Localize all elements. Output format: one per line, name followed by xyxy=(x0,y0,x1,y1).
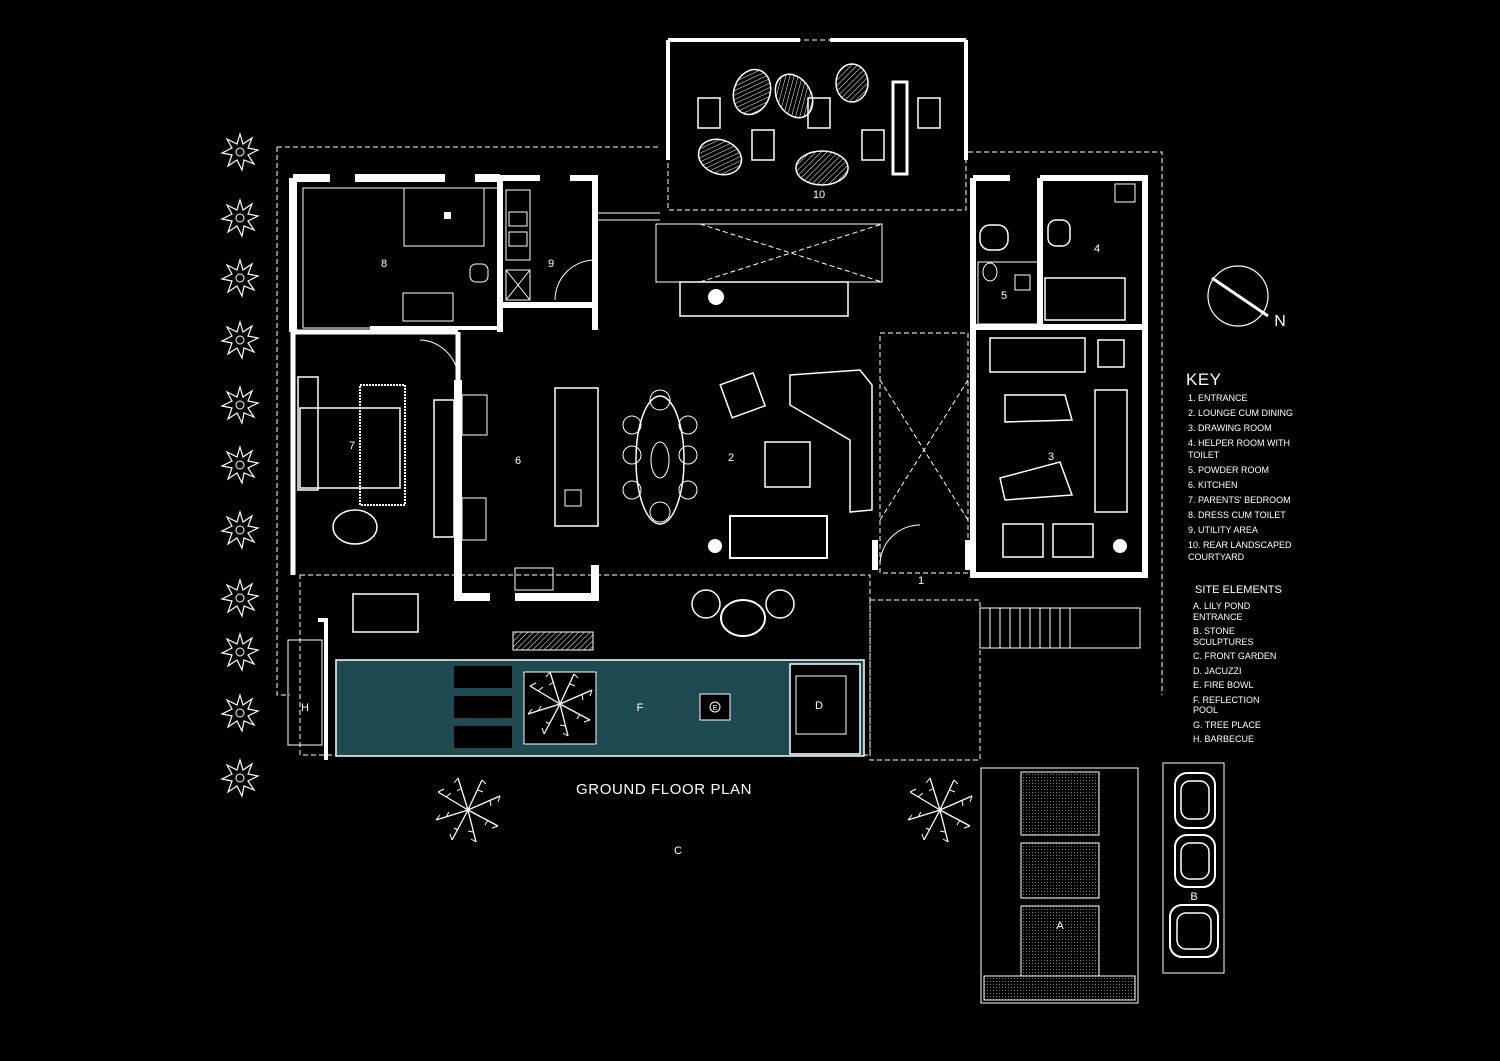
key-item: 3. DRAWING ROOM xyxy=(1188,423,1272,433)
site-label-d: D xyxy=(815,700,823,712)
stone-sculptures: B xyxy=(1162,762,1225,974)
site-element-item: E. FIRE BOWL xyxy=(1193,680,1254,690)
room-7-parents-bedroom: 7 xyxy=(290,329,461,575)
site-element-item: B. STONE SCULPTURES xyxy=(1193,626,1254,647)
key-item: 1. ENTRANCE xyxy=(1188,393,1248,403)
key-list: 1. ENTRANCE 2. LOUNGE CUM DINING 3. DRAW… xyxy=(1188,392,1293,566)
rear-courtyard: 10 xyxy=(666,38,968,211)
site-label-e: E xyxy=(713,705,718,712)
room-9-utility: 9 xyxy=(497,175,598,332)
north-arrow-icon: N xyxy=(1207,265,1286,330)
front-garden: C xyxy=(435,777,973,857)
plan-title: GROUND FLOOR PLAN xyxy=(576,781,753,798)
site-element-item: A. LILY POND ENTRANCE xyxy=(1193,601,1251,622)
room-label-1: 1 xyxy=(918,575,924,587)
site-elements-title: SITE ELEMENTS xyxy=(1195,584,1282,596)
room-5-powder-room: 5 xyxy=(977,261,1039,325)
site-element-item: H. BARBECUE xyxy=(1193,734,1255,744)
room-label-7: 7 xyxy=(349,440,355,452)
room-label-10: 10 xyxy=(813,189,825,201)
room-label-9: 9 xyxy=(548,258,554,270)
room-label-8: 8 xyxy=(381,258,387,270)
site-boundary xyxy=(276,146,1163,696)
room-2-lounge-dining: 2 xyxy=(622,369,873,559)
room-label-6: 6 xyxy=(515,455,521,467)
room-6-kitchen: 6 xyxy=(454,380,599,601)
key-item: 7. PARENTS' BEDROOM xyxy=(1188,495,1291,505)
site-label-h: H xyxy=(301,702,309,714)
room-8-dress-toilet: 8 xyxy=(289,174,500,332)
barbecue: H xyxy=(287,618,328,760)
site-element-item: C. FRONT GARDEN xyxy=(1193,651,1277,661)
key-title: KEY xyxy=(1186,370,1222,389)
key-item: 10. REAR LANDSCAPED COURTYARD xyxy=(1188,540,1292,562)
key-item: 5. POWDER ROOM xyxy=(1188,465,1270,475)
room-label-2: 2 xyxy=(728,452,734,464)
north-label: N xyxy=(1274,313,1286,330)
site-label-b: B xyxy=(1190,891,1197,903)
site-element-item: D. JACUZZI xyxy=(1193,665,1242,676)
site-label-f: F xyxy=(637,702,644,714)
reflection-pool: F E xyxy=(335,659,865,757)
room-4-helper-room: 4 xyxy=(970,175,1148,327)
key-item: 6. KITCHEN xyxy=(1188,480,1238,490)
room-label-5: 5 xyxy=(1001,290,1007,302)
site-element-item: G. TREE PLACE xyxy=(1193,719,1261,730)
key-item: 8. DRESS CUM TOILET xyxy=(1188,510,1286,520)
key-item: 4. HELPER ROOM WITH TOILET xyxy=(1188,438,1291,460)
room-label-4: 4 xyxy=(1094,243,1100,255)
key-item: 2. LOUNGE CUM DINING xyxy=(1188,408,1294,418)
key-item: 9. UTILITY AREA xyxy=(1188,525,1258,535)
site-elements-list: A. LILY POND ENTRANCE B. STONE SCULPTURE… xyxy=(1193,601,1276,749)
tree-row-left xyxy=(221,133,259,797)
lily-pond-entrance: A xyxy=(980,767,1139,1004)
room-label-3: 3 xyxy=(1048,451,1054,463)
jacuzzi: D xyxy=(789,663,861,755)
staircase xyxy=(598,212,883,317)
site-label-a: A xyxy=(1056,920,1064,932)
room-1-entrance: 1 xyxy=(869,332,981,761)
site-label-c: C xyxy=(674,845,682,857)
room-3-drawing-room: 3 xyxy=(970,324,1148,578)
site-element-item: F. REFLECTION POOL xyxy=(1193,694,1260,716)
